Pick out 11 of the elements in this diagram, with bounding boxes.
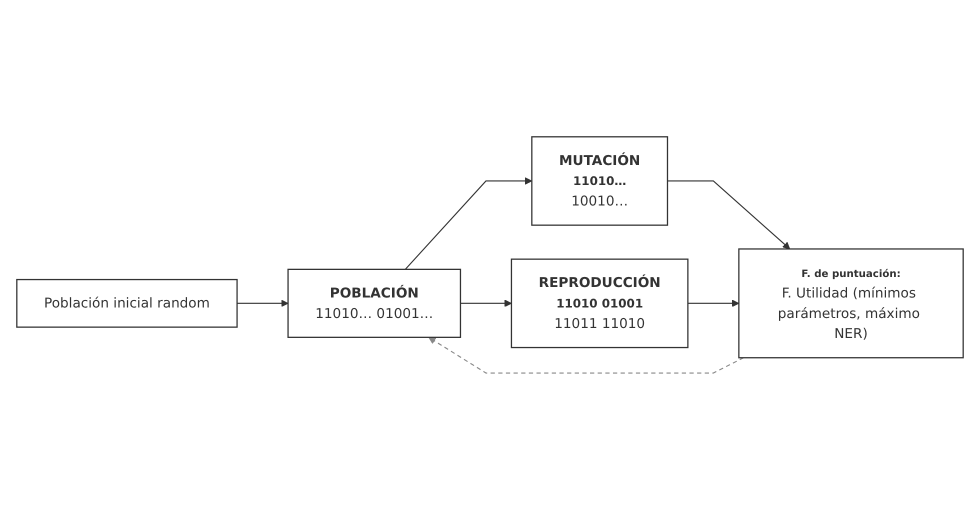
node-box: F. de puntuación: F. Utilidad (mínimos parámetros, máximo NER): [738, 248, 964, 358]
arrow: [460, 300, 512, 308]
arrow: [667, 180, 790, 250]
arrow: [404, 177, 532, 270]
node-box: POBLACIÓN 11010… 01001…: [286, 268, 461, 338]
node-box: REPRODUCCIÓN 11010 01001 11011 11010: [510, 258, 688, 348]
node-box: Población inicial random: [16, 279, 238, 328]
arrow: [236, 300, 288, 308]
arrow: [687, 300, 739, 308]
arrow: [428, 337, 744, 374]
node-box: MUTACIÓN 11010… 10010…: [530, 136, 668, 226]
